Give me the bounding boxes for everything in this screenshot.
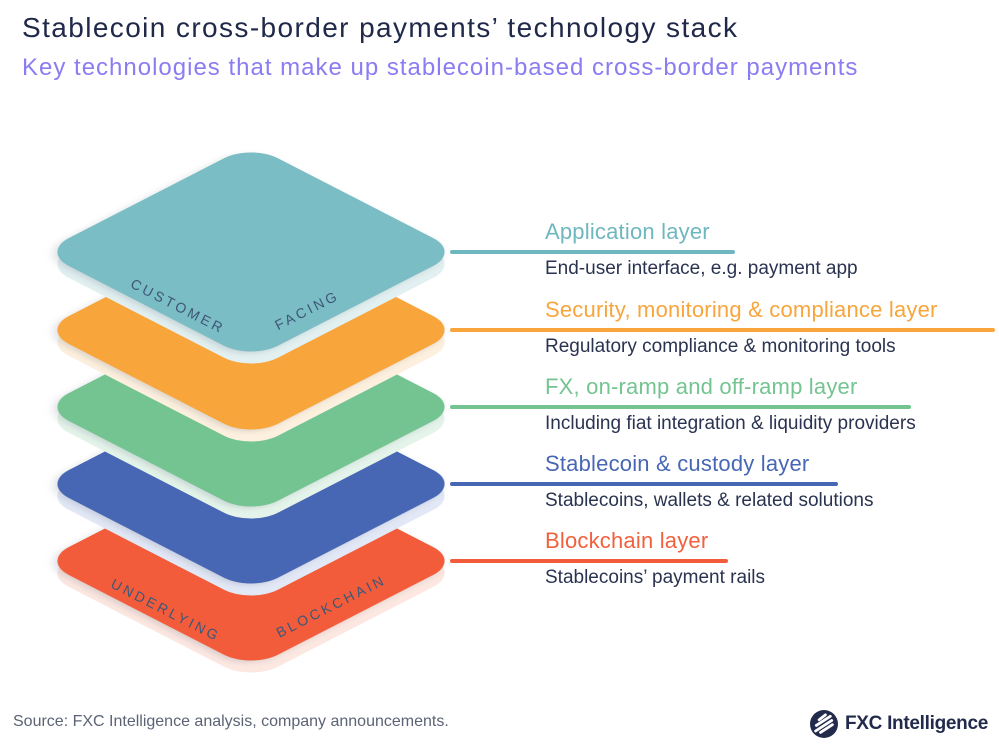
security-layer-desc: Regulatory compliance & monitoring tools (545, 336, 896, 357)
blockchain-connector-line (450, 559, 728, 563)
security-layer-title: Security, monitoring & compliance layer (545, 297, 938, 322)
fx-layer-desc: Including fiat integration & liquidity p… (545, 413, 916, 434)
page-title: Stablecoin cross-border payments’ techno… (22, 12, 739, 43)
stablecoin-connector-line (450, 482, 838, 486)
stablecoin-layer-desc: Stablecoins, wallets & related solutions (545, 490, 874, 511)
fxc-logo: FXC Intelligence (810, 710, 988, 738)
fx-layer-title: FX, on-ramp and off-ramp layer (545, 374, 858, 399)
security-connector-line (450, 328, 995, 332)
source-note: Source: FXC Intelligence analysis, compa… (13, 713, 449, 730)
fx-connector-line (450, 405, 911, 409)
application-layer-desc: End-user interface, e.g. payment app (545, 258, 858, 279)
application-connector-line (450, 250, 735, 254)
page-subtitle: Key technologies that make up stablecoin… (22, 54, 859, 81)
fxc-logo-text: FXC Intelligence (845, 713, 989, 734)
stablecoin-layer-title: Stablecoin & custody layer (545, 451, 810, 476)
application-layer-title: Application layer (545, 219, 710, 244)
blockchain-layer-desc: Stablecoins’ payment rails (545, 567, 766, 588)
blockchain-layer-title: Blockchain layer (545, 528, 709, 553)
fxc-logo-icon (810, 710, 838, 738)
